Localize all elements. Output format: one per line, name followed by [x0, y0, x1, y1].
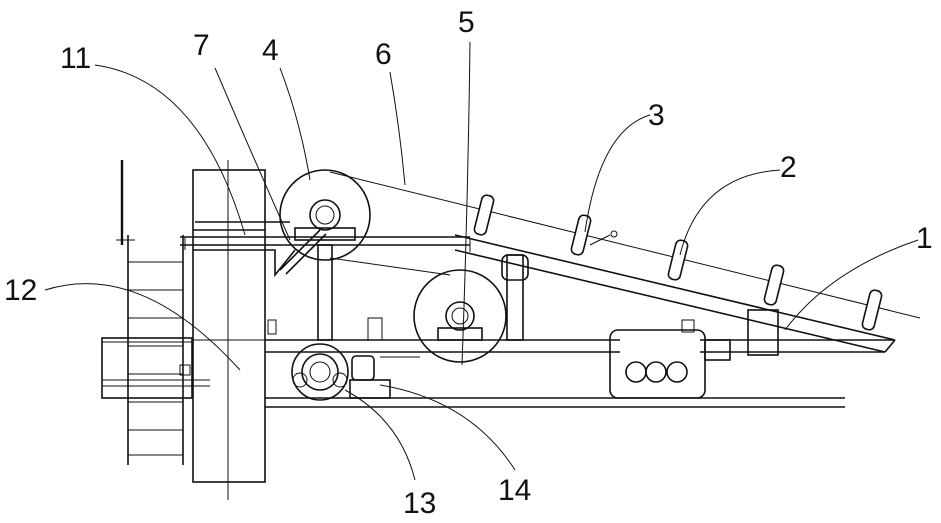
main-frame: [265, 339, 896, 353]
bolts: [267, 317, 383, 341]
base-rail: [265, 397, 845, 408]
lower-drum: [413, 269, 507, 363]
hopper: [192, 160, 296, 500]
label-6: 6: [375, 38, 392, 71]
label-5: 5: [458, 6, 475, 39]
part-labels: 11 7 4 6 5 3 2 1 12 13 14: [4, 6, 933, 520]
inclined-conveyor: [454, 234, 896, 353]
leader-lines: [44, 41, 919, 481]
label-12: 12: [4, 274, 37, 307]
label-7: 7: [193, 29, 210, 62]
belt: [329, 171, 921, 319]
idler-rollers: [473, 194, 883, 331]
ladder: [116, 160, 184, 465]
carriage: [349, 356, 420, 399]
support-columns: [317, 244, 779, 356]
upper-drum: [279, 169, 371, 261]
motor-unit: [609, 319, 731, 399]
label-4: 4: [262, 34, 279, 67]
chute: [279, 229, 327, 275]
label-2: 2: [780, 151, 797, 184]
label-1: 1: [916, 222, 933, 255]
label-3: 3: [648, 99, 665, 132]
label-13: 13: [403, 487, 436, 520]
label-11: 11: [60, 42, 91, 75]
platform-box: [101, 337, 210, 399]
label-14: 14: [498, 474, 531, 507]
